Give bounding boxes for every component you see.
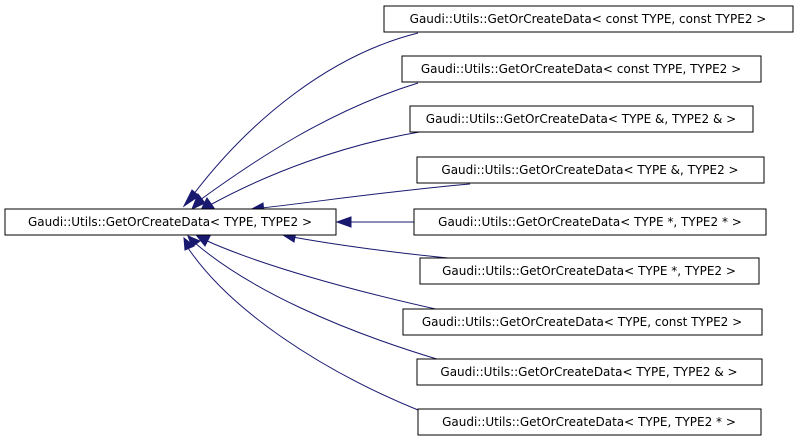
edge-derived-5 [286, 235, 471, 261]
derived-node-label: Gaudi::Utils::GetOrCreateData< TYPE, TYP… [442, 415, 736, 429]
derived-node-label: Gaudi::Utils::GetOrCreateData< TYPE *, T… [442, 264, 736, 278]
derived-node-6[interactable]: Gaudi::Utils::GetOrCreateData< TYPE, con… [402, 308, 763, 336]
derived-node-7[interactable]: Gaudi::Utils::GetOrCreateData< TYPE, TYP… [416, 358, 763, 386]
edge-derived-8 [187, 247, 419, 411]
edge-derived-3 [261, 183, 471, 209]
derived-node-label: Gaudi::Utils::GetOrCreateData< TYPE *, T… [438, 215, 742, 229]
derived-node-3[interactable]: Gaudi::Utils::GetOrCreateData< TYPE &, T… [416, 156, 765, 184]
base-node-label: Gaudi::Utils::GetOrCreateData< TYPE, TYP… [28, 215, 312, 229]
derived-node-label: Gaudi::Utils::GetOrCreateData< const TYP… [410, 12, 767, 26]
arrowheads [182, 189, 352, 251]
arrowhead-8 [183, 236, 195, 251]
derived-node-2[interactable]: Gaudi::Utils::GetOrCreateData< TYPE &, T… [409, 105, 754, 133]
edge-derived-2 [209, 130, 426, 206]
edge-derived-7 [194, 242, 441, 361]
derived-node-label: Gaudi::Utils::GetOrCreateData< TYPE, TYP… [440, 365, 737, 379]
arrowhead-0 [182, 189, 200, 208]
derived-node-label: Gaudi::Utils::GetOrCreateData< TYPE &, T… [441, 163, 738, 177]
derived-node-0[interactable]: Gaudi::Utils::GetOrCreateData< const TYP… [383, 5, 794, 33]
base-node[interactable]: Gaudi::Utils::GetOrCreateData< TYPE, TYP… [4, 208, 337, 236]
edge-derived-0 [192, 32, 419, 196]
derived-node-4[interactable]: Gaudi::Utils::GetOrCreateData< TYPE *, T… [413, 208, 767, 236]
arrowhead-4 [335, 216, 352, 228]
derived-node-label: Gaudi::Utils::GetOrCreateData< TYPE, con… [422, 315, 742, 329]
edge-derived-6 [204, 239, 441, 311]
derived-node-8[interactable]: Gaudi::Utils::GetOrCreateData< TYPE, TYP… [417, 408, 762, 436]
derived-node-5[interactable]: Gaudi::Utils::GetOrCreateData< TYPE *, T… [419, 257, 760, 285]
edge-derived-1 [199, 82, 419, 201]
arrowhead-1 [191, 193, 206, 210]
derived-node-1[interactable]: Gaudi::Utils::GetOrCreateData< const TYP… [401, 55, 762, 83]
arrowhead-6 [195, 235, 211, 247]
derived-node-label: Gaudi::Utils::GetOrCreateData< TYPE &, T… [426, 112, 736, 126]
derived-node-label: Gaudi::Utils::GetOrCreateData< const TYP… [421, 62, 741, 76]
